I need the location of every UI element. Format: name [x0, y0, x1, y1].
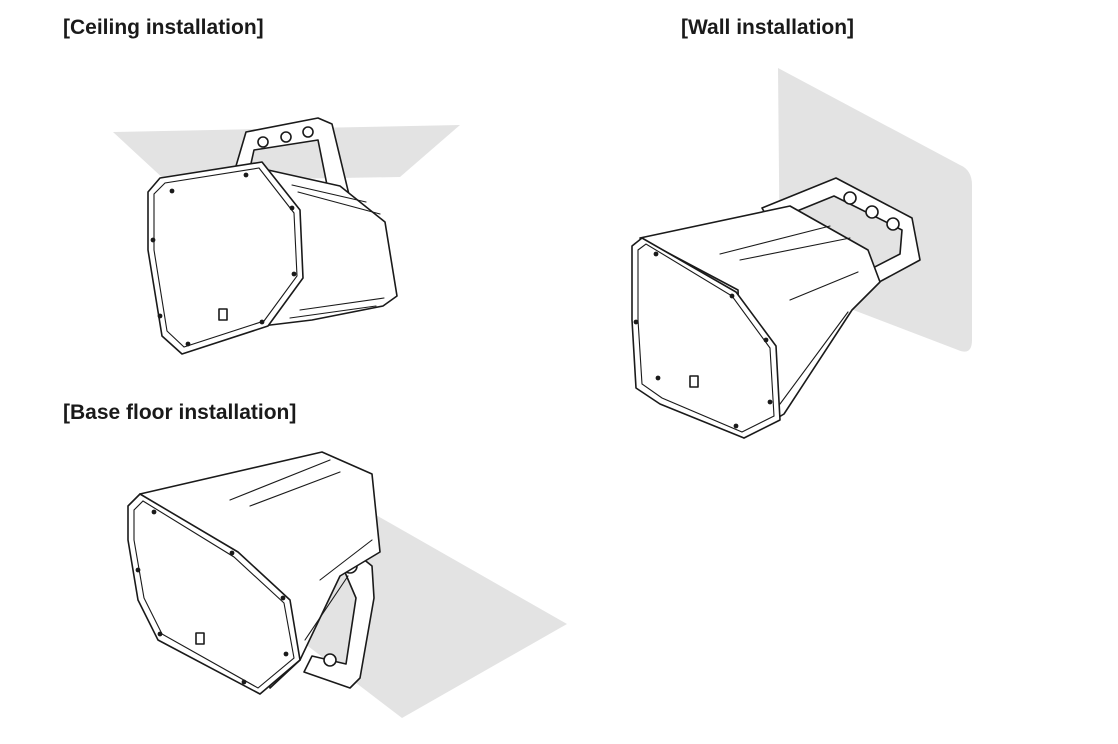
ceiling-installation-figure: [113, 117, 460, 355]
ceiling-installation-caption: [Ceiling installation]: [63, 16, 264, 39]
ceiling-surface: [113, 125, 460, 181]
floor-installation-figure: [127, 451, 567, 718]
ceiling-horn-speaker-icon: [147, 161, 398, 355]
wall-installation-caption: [Wall installation]: [681, 16, 855, 39]
base-floor-installation-caption: [Base floor installation]: [63, 401, 297, 424]
wall-horn-speaker-icon: [631, 205, 881, 439]
wall-installation-figure: [631, 68, 972, 439]
floor-horn-speaker-icon: [127, 451, 381, 695]
